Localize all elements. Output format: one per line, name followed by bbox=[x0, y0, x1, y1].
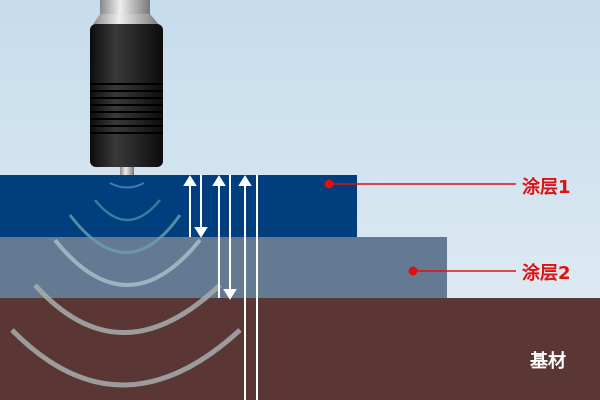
probe bbox=[90, 0, 163, 175]
substrate-layer bbox=[0, 298, 600, 400]
echo-arrows bbox=[183, 175, 258, 400]
substrate-label: 基材 bbox=[530, 351, 566, 372]
coating1-pointer bbox=[324, 179, 516, 189]
coating2-pointer bbox=[408, 266, 516, 276]
coating2-layer bbox=[0, 237, 447, 298]
coating1-label: 涂层1 bbox=[522, 177, 571, 198]
ultrasound-waves bbox=[10, 182, 242, 388]
coating2-label: 涂层2 bbox=[522, 263, 571, 284]
coating1-layer bbox=[0, 175, 357, 237]
